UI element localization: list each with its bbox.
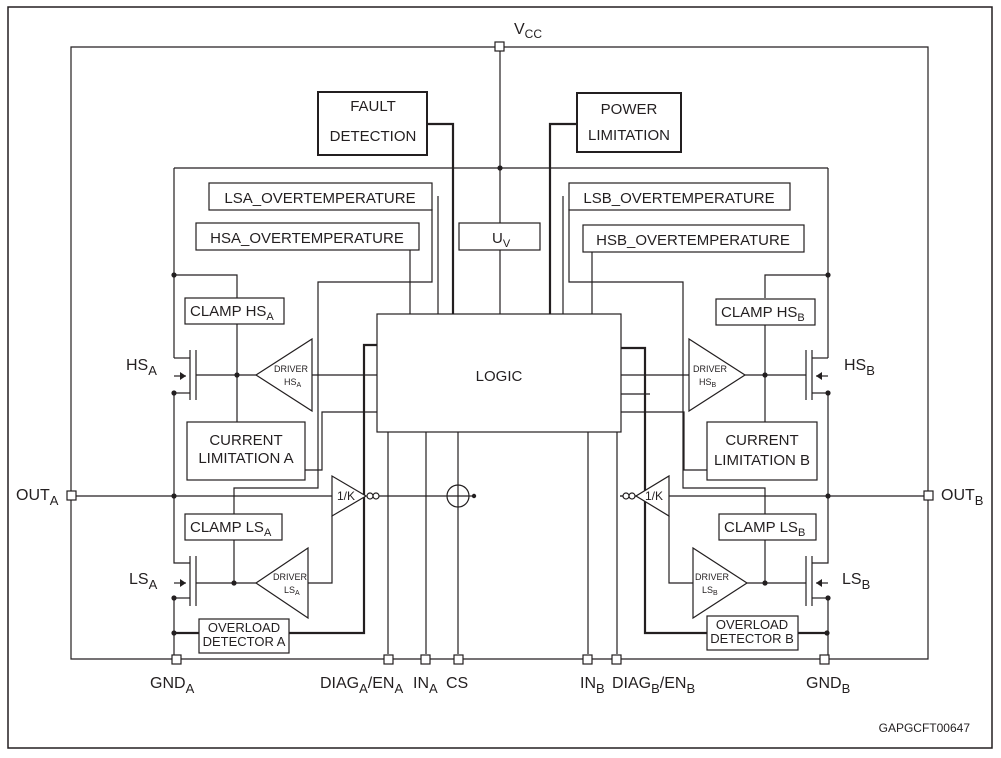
clamp-hs-b-box [715,298,816,326]
pin-diag-b-label: DIAGB/ENB [612,675,695,696]
pin-cs-label: CS [446,675,468,692]
pin-in-a-label: INA [413,675,438,696]
pin-diag-a-label: DIAGA/ENA [320,675,403,696]
sense-amplifier-b: 1/K [622,474,670,518]
transistor-ls-a-label: LSA [129,571,158,592]
svg-text:1/K: 1/K [337,489,355,503]
power-limitation-line2: LIMITATION [588,127,670,144]
svg-text:DRIVER: DRIVER [274,364,309,374]
driver-ls-a: DRIVER LSA [254,546,309,620]
transistor-hs-b-symbol [805,350,828,400]
pin-out-a-label: OUTA [16,487,59,508]
svg-text:1/K: 1/K [645,489,663,503]
power-limitation-line1: POWER [601,101,658,118]
svg-text:DRIVER: DRIVER [695,572,730,582]
fault-detection-line2: DETECTION [330,128,417,145]
transistor-ls-a-symbol [174,556,197,606]
transistor-hs-b-label: HSB [844,357,875,378]
hsa-overtemperature-label: HSA_OVERTEMPERATURE [210,230,404,247]
undervoltage-box [458,222,541,251]
transistor-ls-b-symbol [805,556,828,606]
pin-vcc-label: VCC [514,21,542,41]
overload-detector-b-line1: OVERLOAD [716,617,788,632]
fault-detection-line1: FAULT [350,98,396,115]
lsa-overtemperature-label: LSA_OVERTEMPERATURE [224,190,415,207]
transistor-ls-b-label: LSB [842,571,870,592]
overload-detector-b-box [706,615,799,651]
svg-text:LSB: LSB [702,585,718,597]
overload-detector-a-line1: OVERLOAD [208,620,280,635]
pin-gnd-a-label: GNDA [150,675,195,696]
transistor-hs-a-label: HSA [126,357,157,378]
hsa-overtemperature-box [195,222,420,251]
junction-dots [171,165,831,636]
current-limitation-b-box [706,421,818,481]
driver-hs-b: DRIVER HSB [688,337,747,413]
lsb-overtemperature-label: LSB_OVERTEMPERATURE [583,190,774,207]
diagram-frame [7,6,993,749]
current-limitation-b-line2: LIMITATION B [714,452,810,469]
svg-text:LSA: LSA [284,585,300,597]
driver-ls-b: DRIVER LSB [692,546,749,620]
transistor-hs-a-symbol [174,350,197,400]
svg-text:HSA: HSA [284,377,302,389]
lsa-overtemperature-box [208,182,433,211]
clamp-ls-b-box [718,513,817,541]
pin-squares [66,41,934,665]
clamp-hs-a-box [184,297,285,325]
clamp-hs-a-label: CLAMP HSA [190,303,274,323]
logic-label: LOGIC [476,368,523,385]
clamp-ls-a-box [184,513,283,541]
clamp-ls-a-label: CLAMP LSA [190,519,272,539]
current-limitation-a-box [186,421,306,481]
overload-detector-a-line2: DETECTOR A [203,634,286,649]
sense-amplifier-a: 1/K [331,474,380,518]
figure-code: GAPGCFT00647 [879,721,971,735]
power-limitation-box [576,92,682,153]
lsb-overtemperature-box [568,182,791,211]
current-limitation-a-line2: LIMITATION A [198,450,293,467]
clamp-hs-b-label: CLAMP HSB [721,304,805,324]
summing-node [446,484,470,508]
pin-gnd-b-label: GNDB [806,675,850,696]
fault-detection-box [317,91,428,156]
svg-text:DRIVER: DRIVER [273,572,308,582]
clamp-ls-b-label: CLAMP LSB [724,519,805,539]
undervoltage-label: UV [492,230,511,250]
driver-hs-a: DRIVER HSA [254,337,313,413]
svg-text:HSB: HSB [699,377,717,389]
hsb-overtemperature-label: HSB_OVERTEMPERATURE [596,232,790,249]
overload-detector-a-box [198,618,290,654]
hsb-overtemperature-box [582,224,805,253]
current-limitation-a-line1: CURRENT [209,432,282,449]
pin-in-b-label: INB [580,675,605,696]
svg-text:DRIVER: DRIVER [693,364,728,374]
current-limitation-b-line1: CURRENT [725,432,798,449]
overload-detector-b-line2: DETECTOR B [710,631,794,646]
pin-out-b-label: OUTB [941,487,983,508]
logic-box [376,313,622,433]
